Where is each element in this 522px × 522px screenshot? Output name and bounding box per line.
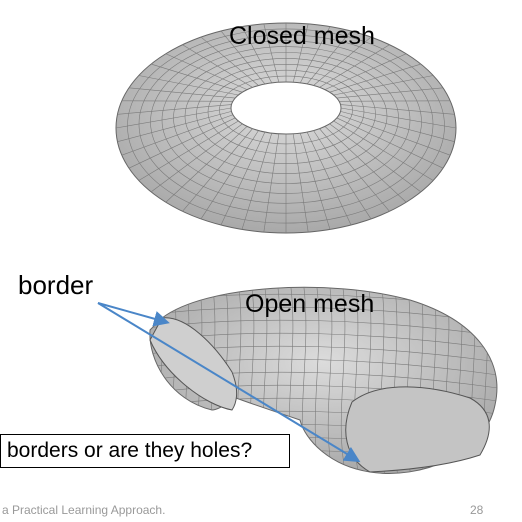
mesh-spoke [121, 114, 233, 156]
mesh-spoke [292, 133, 309, 233]
mesh-spoke [200, 130, 259, 220]
mesh-spoke [165, 126, 248, 203]
border-arrow-1 [97, 302, 170, 327]
mesh-spoke [241, 133, 273, 230]
mesh-spoke [333, 75, 434, 96]
mesh-spoke [128, 87, 236, 99]
question-box: borders or are they holes? [0, 434, 290, 468]
mesh-spoke [263, 133, 280, 233]
mesh-spoke [241, 26, 273, 84]
mesh-spoke [151, 63, 243, 93]
mesh-spoke [299, 26, 331, 84]
mesh-spoke [150, 123, 243, 193]
mesh-spoke [128, 117, 236, 169]
border-label: border [18, 270, 94, 300]
border-arrow-2 [97, 302, 361, 463]
mesh-spoke [115, 107, 232, 129]
left-border-cap [149, 317, 238, 411]
mesh-spoke [329, 123, 422, 193]
open-mesh-label: Open mesh [245, 290, 375, 318]
closed-torus-mesh [115, 22, 457, 234]
mesh-spoke [117, 111, 232, 142]
right-border-cap [345, 386, 490, 473]
mesh-spoke [117, 104, 232, 115]
mesh-spoke [306, 30, 352, 85]
mesh-spoke [336, 87, 444, 99]
mesh-spoke [263, 23, 280, 83]
mesh-spoke [339, 114, 451, 156]
mesh-spoke [340, 104, 455, 115]
mesh-spoke [324, 53, 407, 90]
mesh-spoke [165, 53, 248, 90]
mesh-spoke [319, 44, 390, 88]
footer-text: a Practical Learning Approach. [2, 503, 166, 517]
mesh-spoke [340, 107, 457, 129]
mesh-spoke [340, 111, 455, 142]
mesh-spoke [292, 23, 309, 83]
mesh-spoke [333, 120, 434, 181]
closed-mesh-label: Closed mesh [229, 22, 375, 50]
mesh-spoke [336, 117, 444, 169]
mesh-spoke [138, 120, 239, 181]
mesh-spoke [220, 30, 266, 85]
mesh-spoke [319, 128, 390, 212]
mesh-spoke [220, 131, 266, 226]
mesh-spoke [313, 36, 372, 86]
mesh-spoke [182, 44, 253, 88]
mesh-spoke [299, 133, 331, 230]
open-torus-mesh [149, 286, 498, 474]
mesh-spoke [200, 36, 259, 86]
mesh-spoke [329, 63, 421, 93]
mesh-spoke [324, 126, 407, 203]
mesh-spoke [182, 128, 253, 212]
mesh-spoke [306, 131, 352, 226]
page-number: 28 [470, 503, 484, 517]
mesh-spoke [313, 130, 372, 220]
mesh-spoke [138, 75, 239, 96]
